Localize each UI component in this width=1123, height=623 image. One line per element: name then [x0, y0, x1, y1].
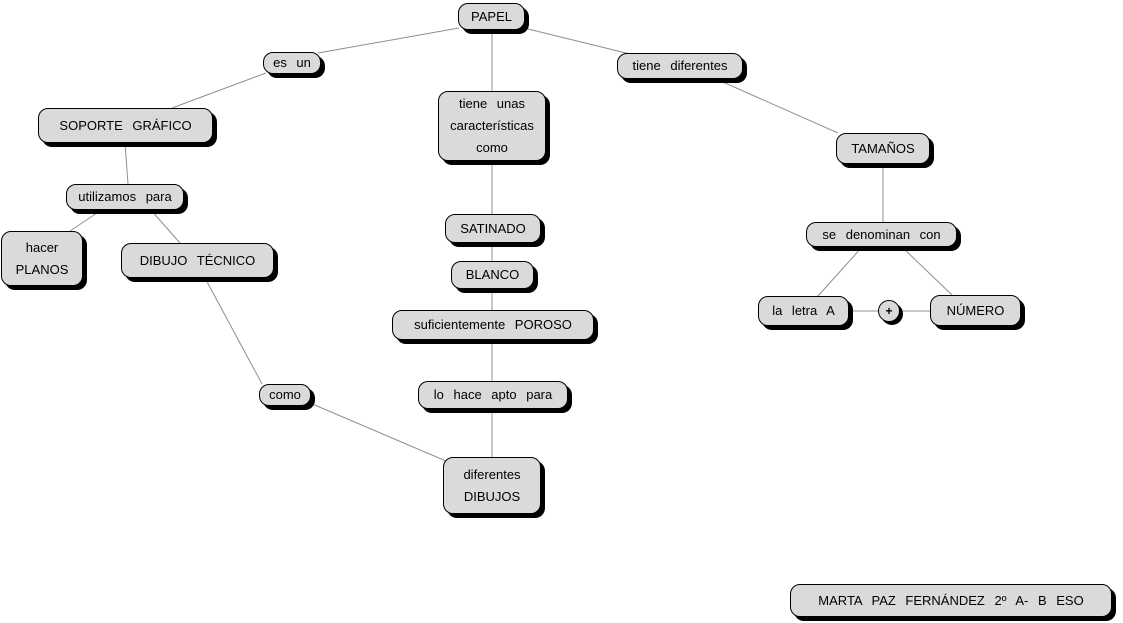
node-label: es un — [273, 55, 311, 70]
node-label: como — [476, 140, 508, 155]
node-label: como — [269, 387, 301, 402]
node-label: PAPEL — [471, 8, 512, 24]
node-label: BLANCO — [465, 267, 520, 282]
node-author-credit[interactable]: MARTA PAZ FERNÁNDEZ 2º A- B ESO — [790, 584, 1112, 617]
node-es-un[interactable]: es un — [263, 52, 321, 74]
node-label: TAMAÑOS — [851, 140, 915, 156]
node-label: tiene unas — [459, 96, 525, 111]
node-apto-para[interactable]: lo hace apto para — [418, 381, 568, 409]
node-label: utilizamos para — [78, 189, 172, 204]
node-label: + — [885, 304, 893, 318]
node-label: la letra A — [772, 303, 835, 318]
node-label: MARTA PAZ FERNÁNDEZ 2º A- B ESO — [818, 592, 1084, 608]
node-como[interactable]: como — [259, 384, 311, 406]
node-tamanos[interactable]: TAMAÑOS — [836, 133, 930, 164]
node-dibujo-tecnico[interactable]: DIBUJO TÉCNICO — [121, 243, 274, 278]
node-label: lo hace apto para — [433, 387, 553, 402]
node-se-denominan-con[interactable]: se denominan con — [806, 222, 957, 247]
node-label: se denominan con — [822, 226, 941, 242]
node-blanco[interactable]: BLANCO — [451, 261, 534, 289]
node-plus[interactable]: + — [878, 300, 900, 322]
node-label: SATINADO — [460, 220, 526, 236]
node-label: SOPORTE GRÁFICO — [59, 117, 192, 133]
node-soporte-grafico[interactable]: SOPORTE GRÁFICO — [38, 108, 213, 143]
node-utilizamos-para[interactable]: utilizamos para — [66, 184, 184, 210]
node-poroso[interactable]: suficientemente POROSO — [392, 310, 594, 340]
node-label: DIBUJO TÉCNICO — [139, 252, 256, 268]
node-la-letra-a[interactable]: la letra A — [758, 296, 849, 326]
node-tiene-diferentes[interactable]: tiene diferentes — [617, 53, 743, 79]
node-caracteristicas[interactable]: tiene unas características como — [438, 91, 546, 161]
node-label: DIBUJOS — [463, 488, 521, 504]
node-label: suficientemente POROSO — [414, 317, 572, 332]
node-label: características — [450, 118, 534, 133]
node-label: diferentes — [463, 466, 521, 482]
node-label: tiene diferentes — [632, 58, 728, 73]
node-label: NÚMERO — [946, 302, 1005, 318]
node-label: hacer — [25, 239, 59, 255]
node-satinado[interactable]: SATINADO — [445, 214, 541, 243]
node-label: PLANOS — [15, 261, 69, 277]
node-numero[interactable]: NÚMERO — [930, 295, 1021, 326]
node-papel[interactable]: PAPEL — [458, 3, 525, 30]
